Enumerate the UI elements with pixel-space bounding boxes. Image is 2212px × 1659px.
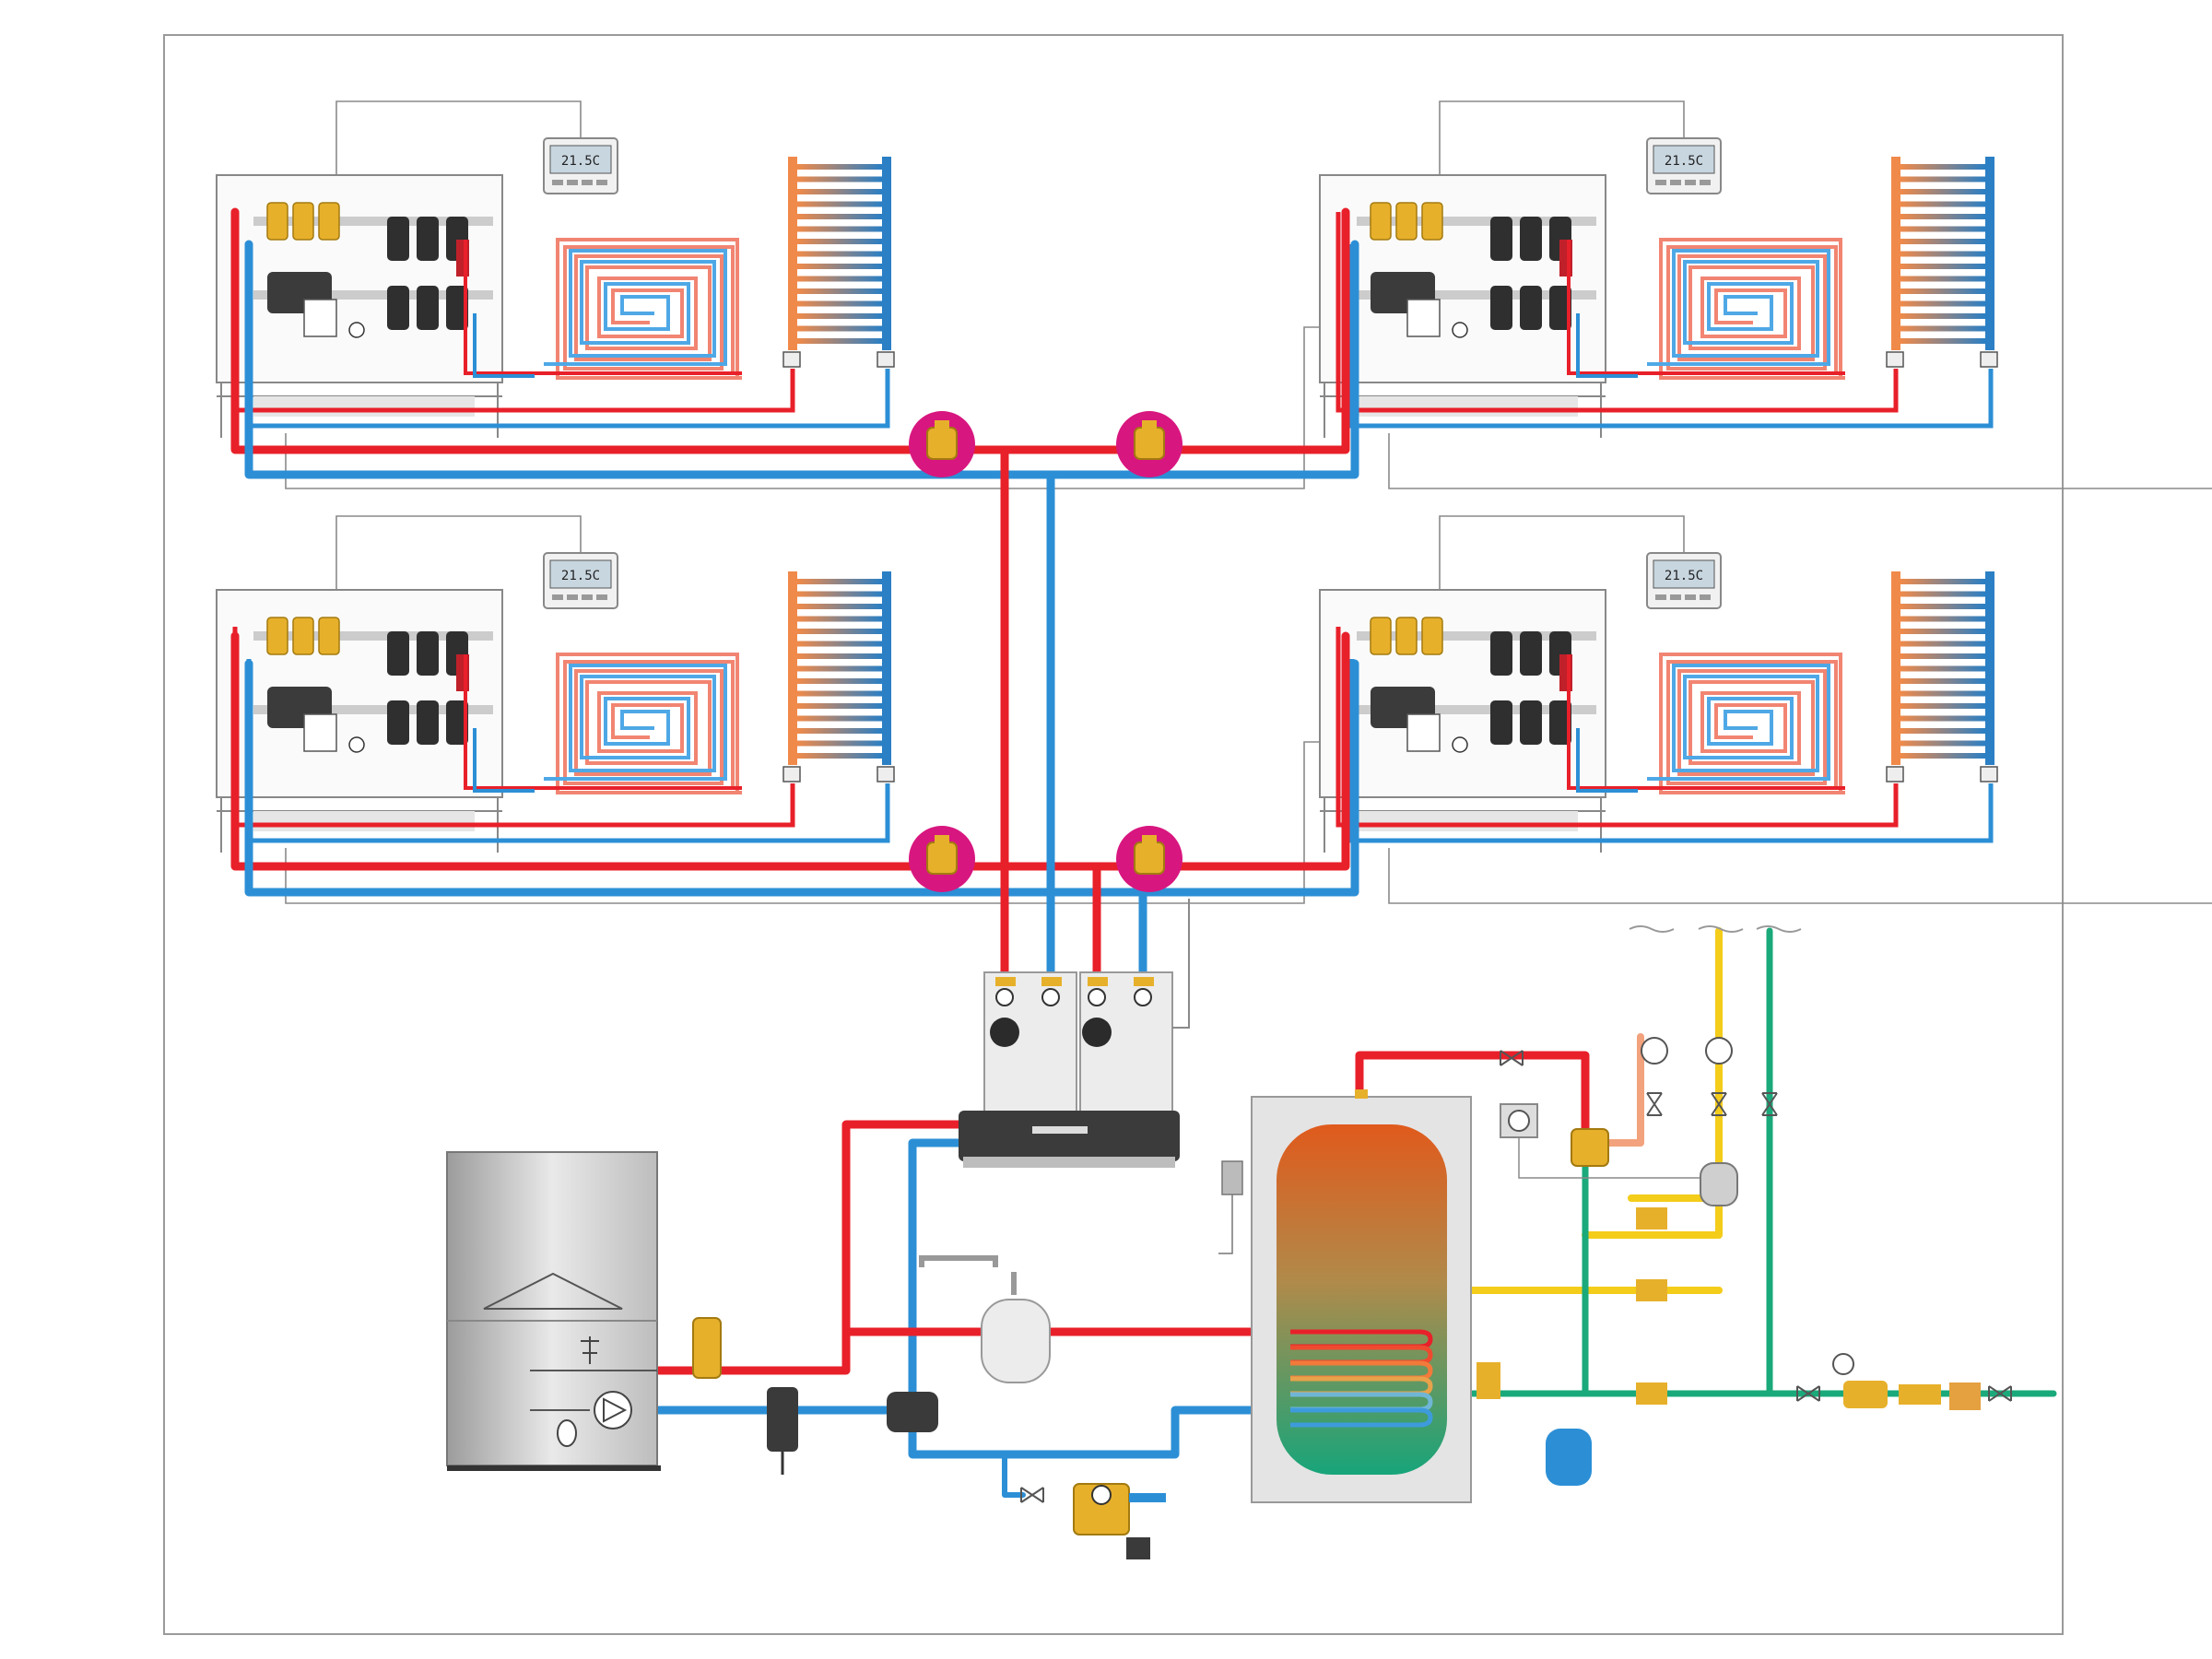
thermostat-display: 21.5C [561,154,600,169]
room-thermostat: 21.5C [1646,552,1722,609]
dhw-thermometer-2 [1705,1037,1733,1065]
boiler [446,1151,661,1471]
thermostat-display: 21.5C [1665,569,1703,583]
room-thermostat: 21.5C [1646,137,1722,194]
mains-shutoff-2 [1988,1385,2012,1402]
towel-radiator [1886,571,1998,782]
upper-hot-main [230,207,1350,454]
recirc-valve-2 [1636,1279,1667,1301]
pipe-stub-ends [1629,925,1802,933]
dhw-expansion-vessel [1546,1429,1592,1486]
room-thermostat: 21.5C [543,552,618,609]
expansion-vessel-heating [919,1255,1051,1383]
zone-unit-4: 21.5C [1319,515,2212,904]
dhw-thermometer-1 [1641,1037,1668,1065]
towel-radiator [782,571,895,782]
recirc-valve-1 [1636,1207,1667,1230]
dhw-outlet [1355,1051,1590,1157]
boiler-relief-symbol [581,1336,599,1364]
fill-branch [1002,1452,1026,1498]
mains-valve-tank [1636,1382,1667,1405]
gauge-1 [995,988,1014,1006]
zone-valve-2 [1116,411,1182,477]
dirt-separator [767,1387,798,1452]
strainer [1949,1382,1981,1410]
mains-shutoff-1 [1796,1385,1820,1402]
boiler-expansion-symbol [557,1419,577,1447]
recirc-pump [1700,1162,1738,1206]
control-wire [285,326,1341,489]
thermostat-display: 21.5C [561,569,600,583]
zone-valve-3 [909,826,975,892]
upper-cold-main [244,240,1359,479]
filling-unit [1073,1483,1166,1559]
mains-inlet-group [1832,1353,1981,1410]
dhw-shutoff-valve [1500,1050,1524,1066]
underfloor-heating-loop [1638,653,1845,794]
zone-valve-4 [1116,826,1182,892]
manifold-header [959,1111,1180,1161]
pump-station [959,899,1190,1168]
three-way-mixing [887,1392,938,1432]
thermostat-display: 21.5C [1665,154,1703,169]
boiler-hot [654,1120,972,1375]
boiler-flame-symbol [483,1272,623,1310]
distribution-pipes [230,207,2057,1498]
gauge-4 [1134,988,1152,1006]
thermostatic-mixer [1571,1128,1609,1167]
heat-exchanger-coil [1290,1329,1433,1428]
zone-unit-3: 21.5C [216,515,1341,904]
manifold-cabinet [1319,589,1606,798]
mains-check-valve [1761,1092,1778,1116]
tank-safety-group [1477,1362,1500,1399]
underfloor-heating-loop [535,238,742,380]
control-wire [1388,848,2212,904]
dhw-storage-tank [1218,1089,1472,1503]
gauge-3 [1088,988,1106,1006]
manifold-cabinet [216,589,503,798]
dhw-components [1477,1037,1981,1486]
zone-unit-1: 21.5C [216,100,1341,489]
manifold-cabinet [1319,174,1606,383]
gauge-2 [1041,988,1060,1006]
dhw-check-valve-1 [1646,1092,1663,1116]
zone-valve-1 [909,411,975,477]
room-thermostat: 21.5C [543,137,618,194]
pump-2 [1082,1018,1112,1047]
towel-radiator [782,157,895,368]
manifold-cabinet [216,174,503,383]
dhw-recirc [1582,927,1723,1239]
dhw-check-valve-2 [1711,1092,1727,1116]
fill-shutoff [1020,1487,1044,1503]
frame-border [163,34,2064,1635]
control-wire [285,741,1341,904]
towel-radiator [1886,157,1998,368]
coil-return [908,1406,1258,1459]
tank-sensor [1221,1160,1243,1195]
dhw-mixed [1600,1033,1644,1147]
underfloor-heating-loop [535,653,742,794]
boiler-loop-components [692,1317,1166,1559]
safety-valve [692,1317,722,1379]
control-wire [1388,433,2212,489]
pump-1 [990,1018,1019,1047]
lower-hot-main [230,631,1350,871]
zone-unit-2: 21.5C [1319,100,2212,489]
underfloor-heating-loop [1638,238,1845,380]
lower-cold-main [244,659,1359,897]
